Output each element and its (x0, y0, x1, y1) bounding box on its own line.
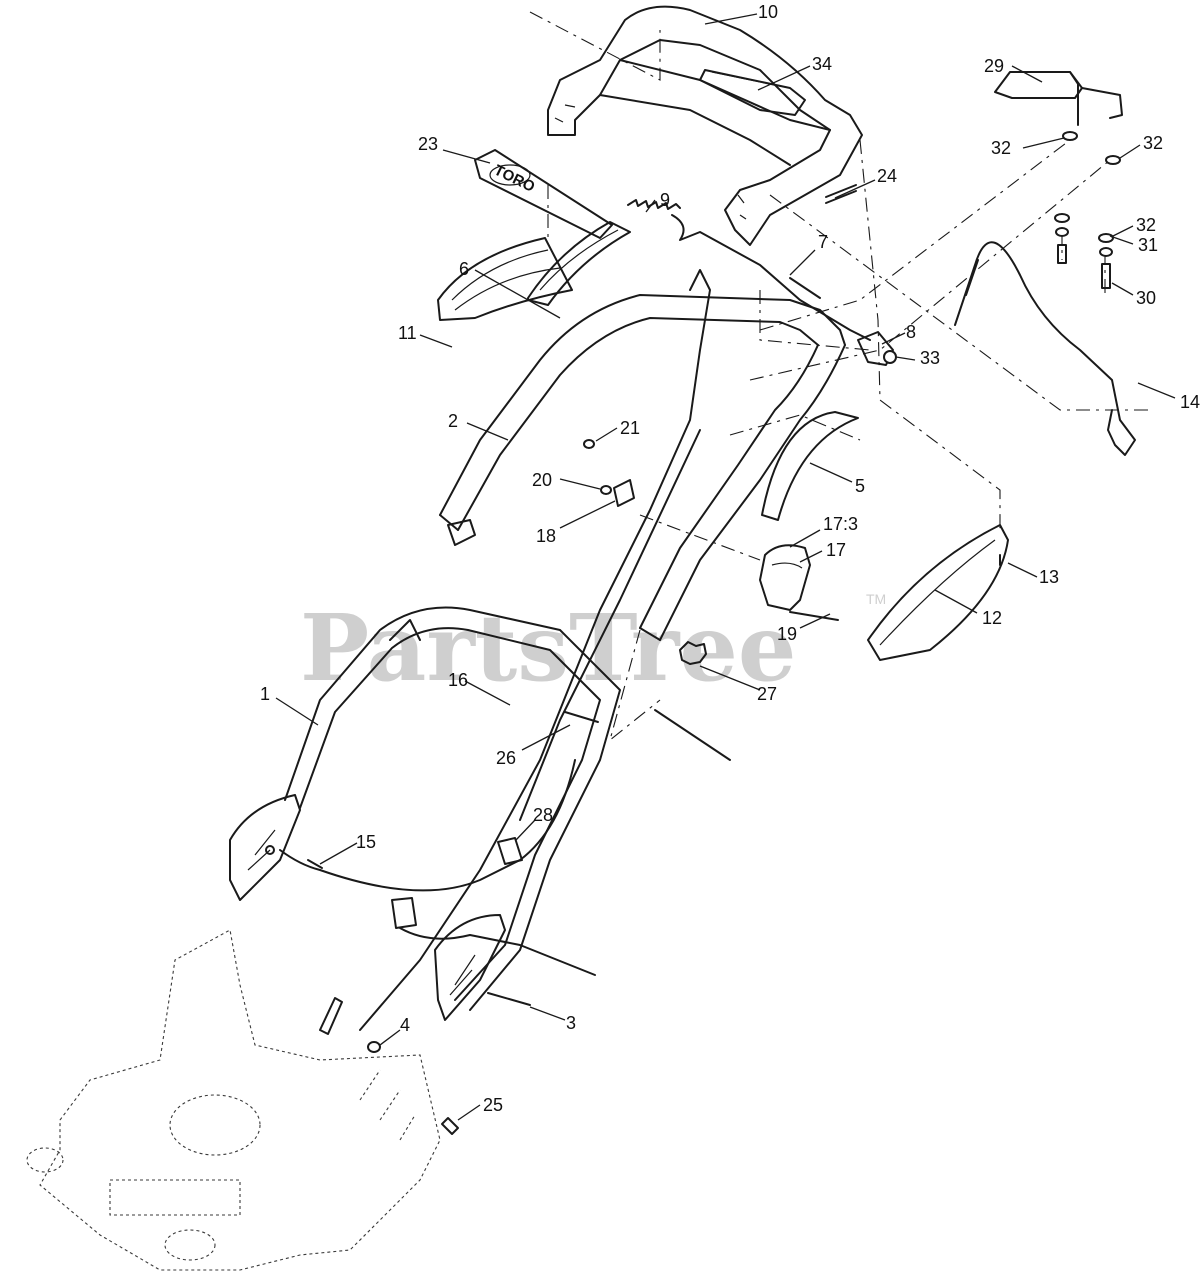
part-34-insert (711, 71, 791, 89)
callout-9: 9 (660, 190, 670, 210)
callout-5: 5 (855, 476, 865, 496)
left-pivot-bracket (229, 794, 301, 901)
callout-11: 11 (398, 323, 417, 343)
callout-18: 18 (536, 526, 556, 546)
part-25-bolt (441, 1117, 459, 1135)
part-29-bail (994, 71, 1123, 126)
callout-17: 17 (826, 540, 846, 560)
part-14-cable-loop (954, 241, 1136, 456)
callout-30: 30 (1136, 288, 1156, 308)
callout-14: 14 (1180, 392, 1200, 412)
part-11-side-cover (437, 237, 573, 321)
callout-13: 13 (1039, 567, 1059, 587)
callout-26: 26 (496, 748, 516, 768)
part-27-star-knob (679, 641, 707, 665)
mower-deck-ghost (26, 929, 441, 1271)
part-17-knob (759, 544, 811, 611)
callout-29: 29 (984, 56, 1004, 76)
callout-4: 4 (400, 1015, 410, 1035)
callout-2: 2 (448, 411, 458, 431)
part-6-side-channel (527, 221, 631, 306)
callout-24: 24 (877, 166, 897, 186)
callout-8: 8 (906, 322, 916, 342)
callout-1: 1 (260, 684, 270, 704)
callout-32-c: 32 (1136, 215, 1156, 235)
part-5-channel (761, 411, 859, 521)
callout-6: 6 (459, 259, 469, 279)
callout-28: 28 (533, 805, 553, 825)
part-18-clip (613, 479, 635, 507)
leader-lines (275, 13, 1176, 1121)
part-33-washer (883, 350, 897, 364)
callout-20: 20 (532, 470, 552, 490)
thin-rod (654, 709, 731, 761)
cable-end-fitting (319, 997, 343, 1035)
part-3-bolt (487, 992, 531, 1006)
callout-31: 31 (1138, 235, 1158, 255)
callout-3: 3 (566, 1013, 576, 1033)
decal-text: TORO (491, 162, 537, 196)
callout-23: 23 (418, 134, 438, 154)
part-4-spacer (367, 1041, 381, 1053)
part-23-decal: TORO (474, 149, 613, 239)
callout-7: 7 (818, 232, 828, 252)
callout-16: 16 (448, 670, 468, 690)
callout-10: 10 (758, 2, 778, 22)
part-20-nut (600, 485, 612, 495)
callout-19: 19 (777, 624, 797, 644)
callout-32-a: 32 (991, 138, 1011, 158)
callout-27: 27 (757, 684, 777, 704)
callout-34: 34 (812, 54, 832, 74)
callout-labels: 10 34 23 9 24 29 32 32 32 31 30 7 8 33 1… (260, 2, 1200, 1115)
part-19-bolt (789, 611, 839, 621)
callout-12: 12 (982, 608, 1002, 628)
part-12-side-cover (867, 524, 1009, 661)
part-21-washer (583, 439, 595, 449)
part-2-upper-handle (439, 294, 846, 546)
part-10-upper-console (547, 5, 863, 246)
callout-25: 25 (483, 1095, 503, 1115)
part-1-lower-handle (284, 606, 621, 1011)
right-pivot-bracket (434, 914, 506, 1021)
part-7-cable (671, 214, 871, 341)
callout-17-3: 17:3 (823, 514, 858, 534)
part-26-bolt (564, 711, 599, 723)
callout-21: 21 (620, 418, 640, 438)
watermark-tm: TM (866, 591, 886, 607)
part-15-cable (279, 759, 576, 892)
junction-box (391, 897, 596, 976)
watermark-text: PartsTree (300, 594, 796, 702)
fasteners-right (825, 131, 1121, 289)
callout-15: 15 (356, 832, 376, 852)
part-9-spring (627, 199, 681, 210)
part-28-block (497, 837, 523, 865)
handle-right-leg (639, 344, 846, 641)
callout-32-b: 32 (1143, 133, 1163, 153)
callout-33: 33 (920, 348, 940, 368)
